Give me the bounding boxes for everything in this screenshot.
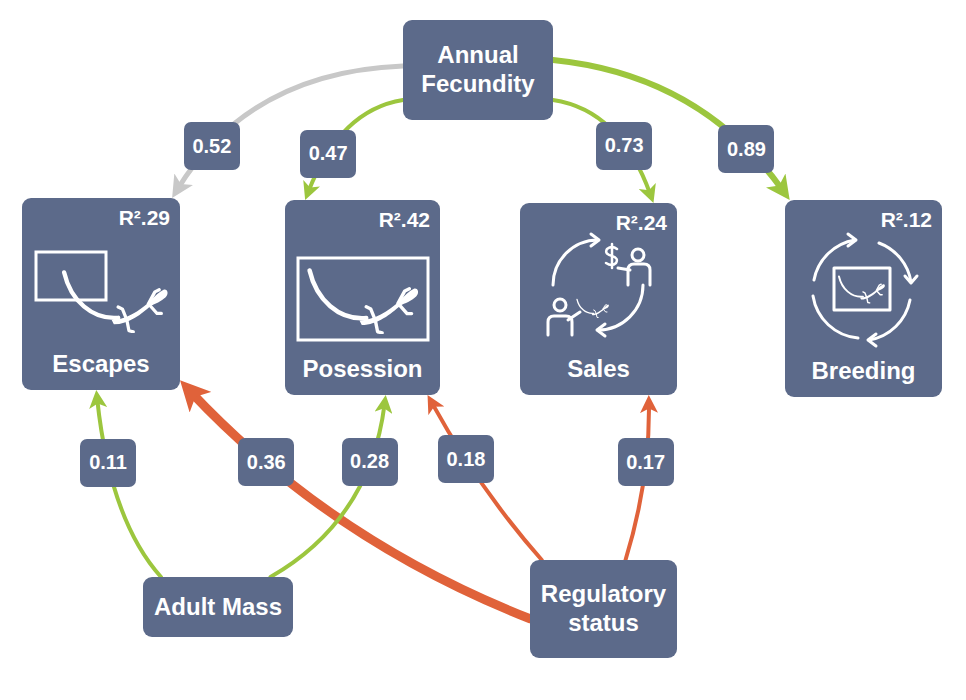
path-coefficient: 0.17 [618, 438, 674, 486]
path-coefficient: 0.73 [596, 122, 652, 170]
node-title: Breeding [811, 357, 915, 385]
dollar-symbol [606, 244, 617, 268]
person-arm [568, 312, 580, 320]
lizard-figure [839, 277, 885, 303]
node-title: Sales [567, 355, 630, 383]
r-squared-value: R².29 [119, 206, 170, 230]
enclosure-outline [36, 252, 106, 300]
path-coefficient: 0.52 [184, 122, 240, 170]
escape-icon [36, 252, 168, 332]
cycle-arc [879, 243, 911, 282]
person-head [632, 249, 644, 261]
r-squared-value: R².24 [616, 211, 667, 235]
cycle-arrowhead [905, 276, 917, 283]
lizard-figure [310, 271, 419, 333]
possession-icon [298, 258, 428, 340]
person-head [554, 299, 566, 311]
path-coefficient: 0.11 [80, 439, 136, 487]
cycle-arrowhead [597, 324, 605, 336]
cycle-arc [869, 300, 910, 340]
factor-box: Annual Fecundity [403, 20, 553, 120]
person-arm [618, 268, 630, 270]
path-coefficient: 0.18 [438, 435, 494, 483]
node-label: Annual Fecundity [413, 41, 543, 99]
arrow-connector [178, 66, 403, 189]
node-title: Escapes [52, 350, 149, 378]
arrow-connector [432, 403, 542, 560]
person-body [628, 264, 650, 285]
r-squared-value: R².12 [881, 208, 932, 232]
person-body [548, 316, 572, 335]
node-label: Regulatory status [540, 580, 667, 638]
r-squared-value: R².42 [379, 208, 430, 232]
lizard-figure [577, 299, 609, 317]
node-title: Posession [302, 355, 422, 383]
enclosure-outline [834, 268, 890, 310]
arrow-connector [271, 404, 385, 577]
node-label: Adult Mass [154, 593, 282, 622]
cycle-arc [598, 285, 643, 330]
enclosure-outline [298, 258, 428, 340]
breeding-icon [813, 234, 917, 346]
outcome-box: R².29Escapes [22, 198, 180, 390]
path-coefficient: 0.28 [342, 438, 398, 486]
cycle-arrowhead [591, 234, 599, 246]
lizard-figure [64, 272, 167, 331]
path-coefficient: 0.89 [718, 125, 774, 173]
cycle-arc [813, 296, 858, 338]
path-coefficient: 0.47 [300, 130, 356, 178]
cycle-arc [814, 240, 855, 280]
outcome-box: R².42Posession [285, 200, 440, 395]
arrow-connector [553, 60, 783, 190]
outcome-box: R².24Sales [520, 203, 677, 395]
cycle-arc [553, 240, 598, 285]
sales-icon [548, 234, 650, 336]
arrow-connector [97, 399, 161, 577]
cycle-arrowhead [868, 334, 876, 346]
outcome-box: R².12Breeding [785, 200, 942, 397]
cycle-arrowhead [848, 234, 856, 246]
factor-box: Regulatory status [530, 560, 677, 658]
factor-box: Adult Mass [143, 577, 293, 637]
path-coefficient: 0.36 [238, 438, 294, 486]
